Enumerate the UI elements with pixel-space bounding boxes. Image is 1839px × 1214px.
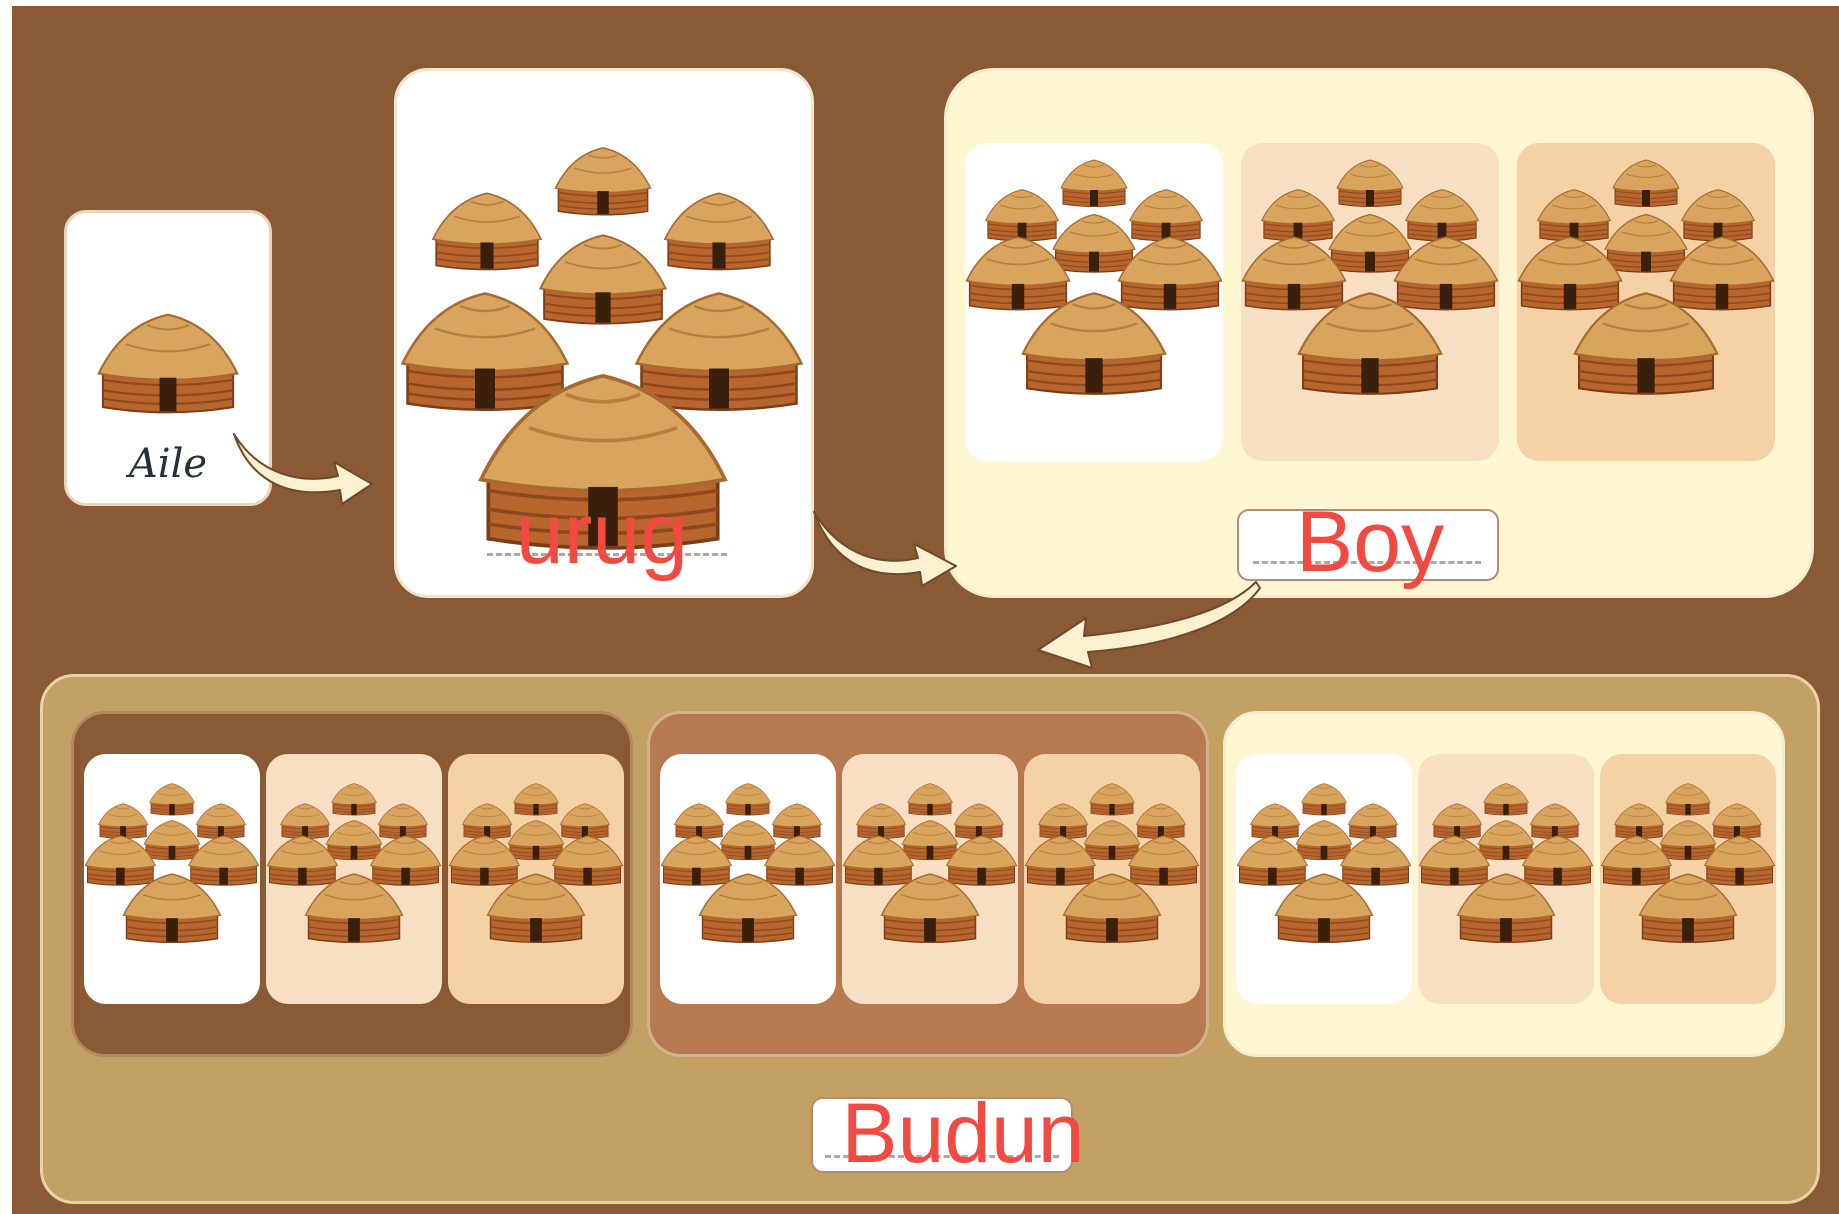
arrow-boy-to-budun xyxy=(1038,582,1260,668)
arrows-layer xyxy=(12,6,1839,1214)
diagram-canvas: Aile urug Boy xyxy=(12,6,1839,1214)
arrow-aile-to-urug xyxy=(234,434,372,504)
arrow-urug-to-boy xyxy=(814,512,956,586)
